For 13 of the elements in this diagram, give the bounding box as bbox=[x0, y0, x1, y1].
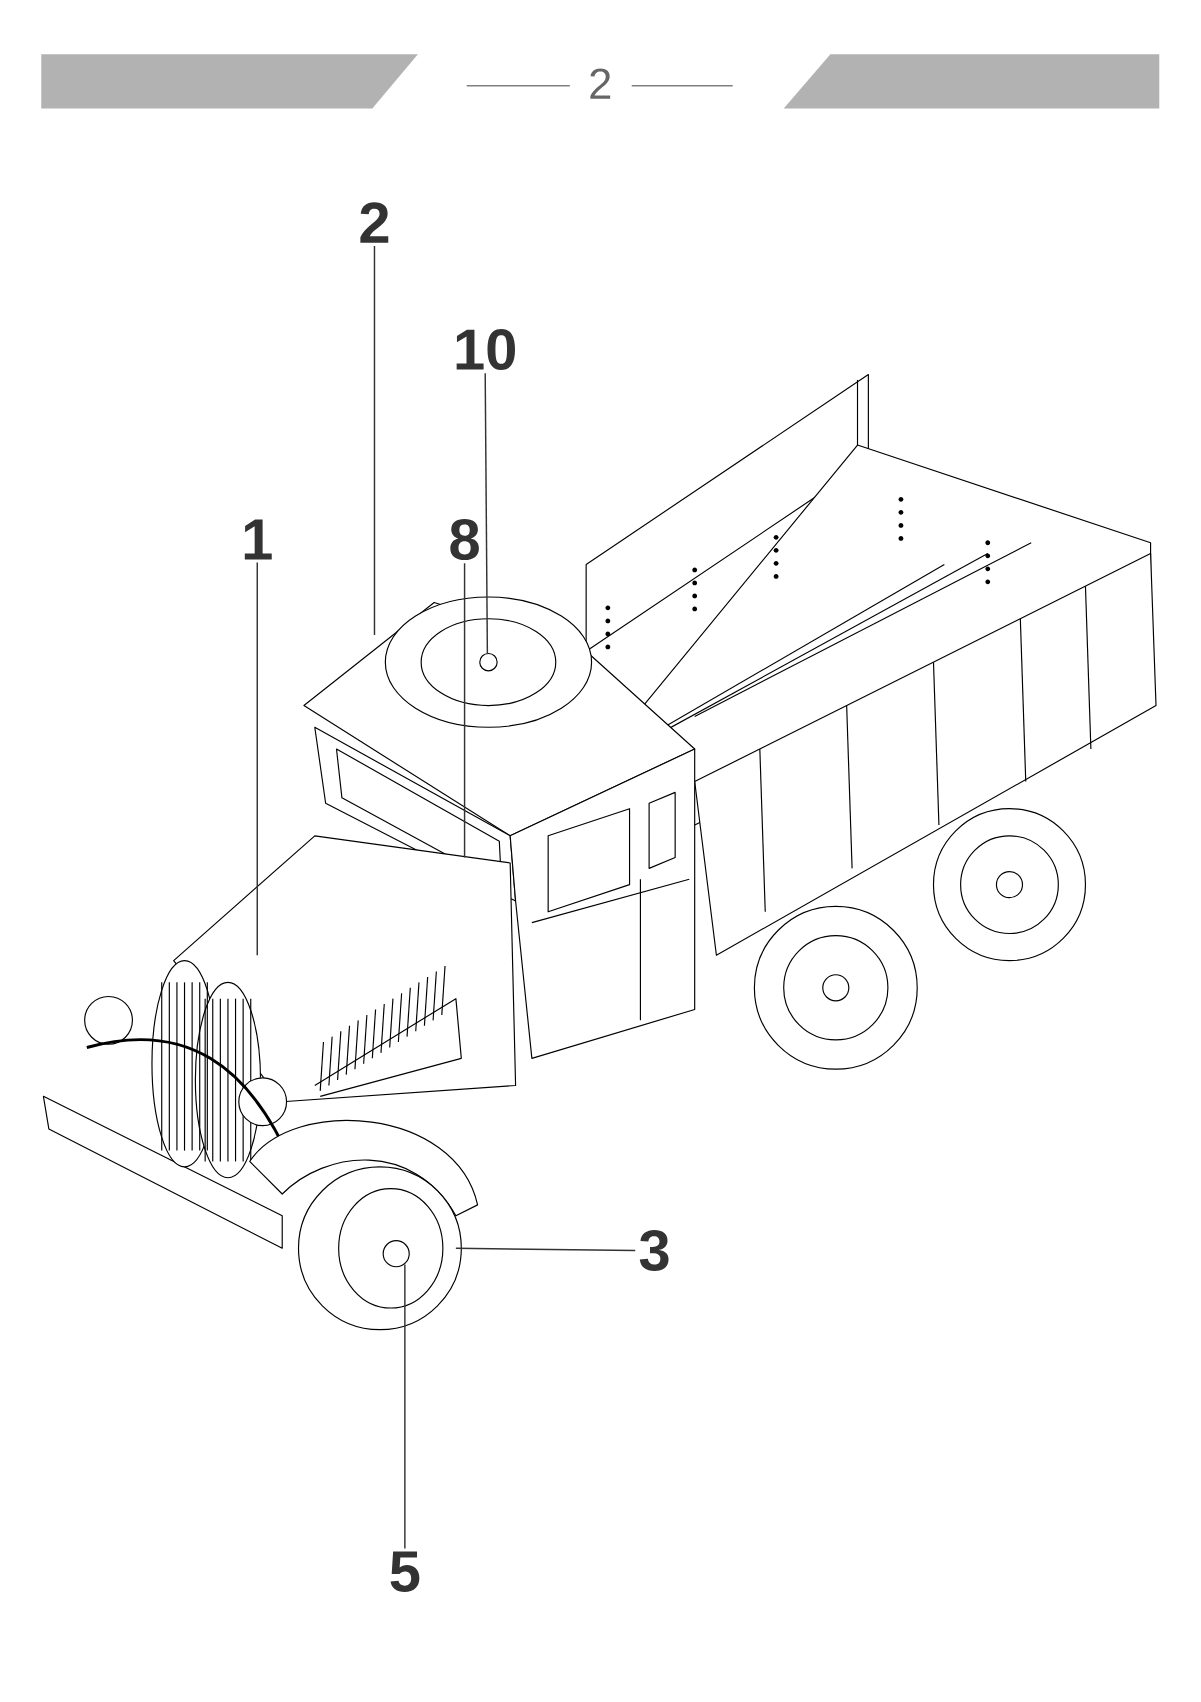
callout-number: 3 bbox=[640, 1229, 669, 1271]
callout-number: 10 bbox=[456, 329, 516, 371]
leader-line bbox=[256, 561, 259, 956]
leader-line bbox=[404, 1263, 406, 1550]
callout-number: 1 bbox=[245, 519, 272, 560]
callout-number: 8 bbox=[450, 519, 480, 560]
leader-line bbox=[464, 562, 466, 859]
callout-number: 2 bbox=[360, 202, 389, 243]
leader-line bbox=[484, 372, 489, 655]
leader-line bbox=[374, 245, 376, 636]
leader-line bbox=[455, 1247, 637, 1252]
page-number: 2 bbox=[590, 68, 611, 99]
callout-number: 5 bbox=[390, 1551, 420, 1592]
